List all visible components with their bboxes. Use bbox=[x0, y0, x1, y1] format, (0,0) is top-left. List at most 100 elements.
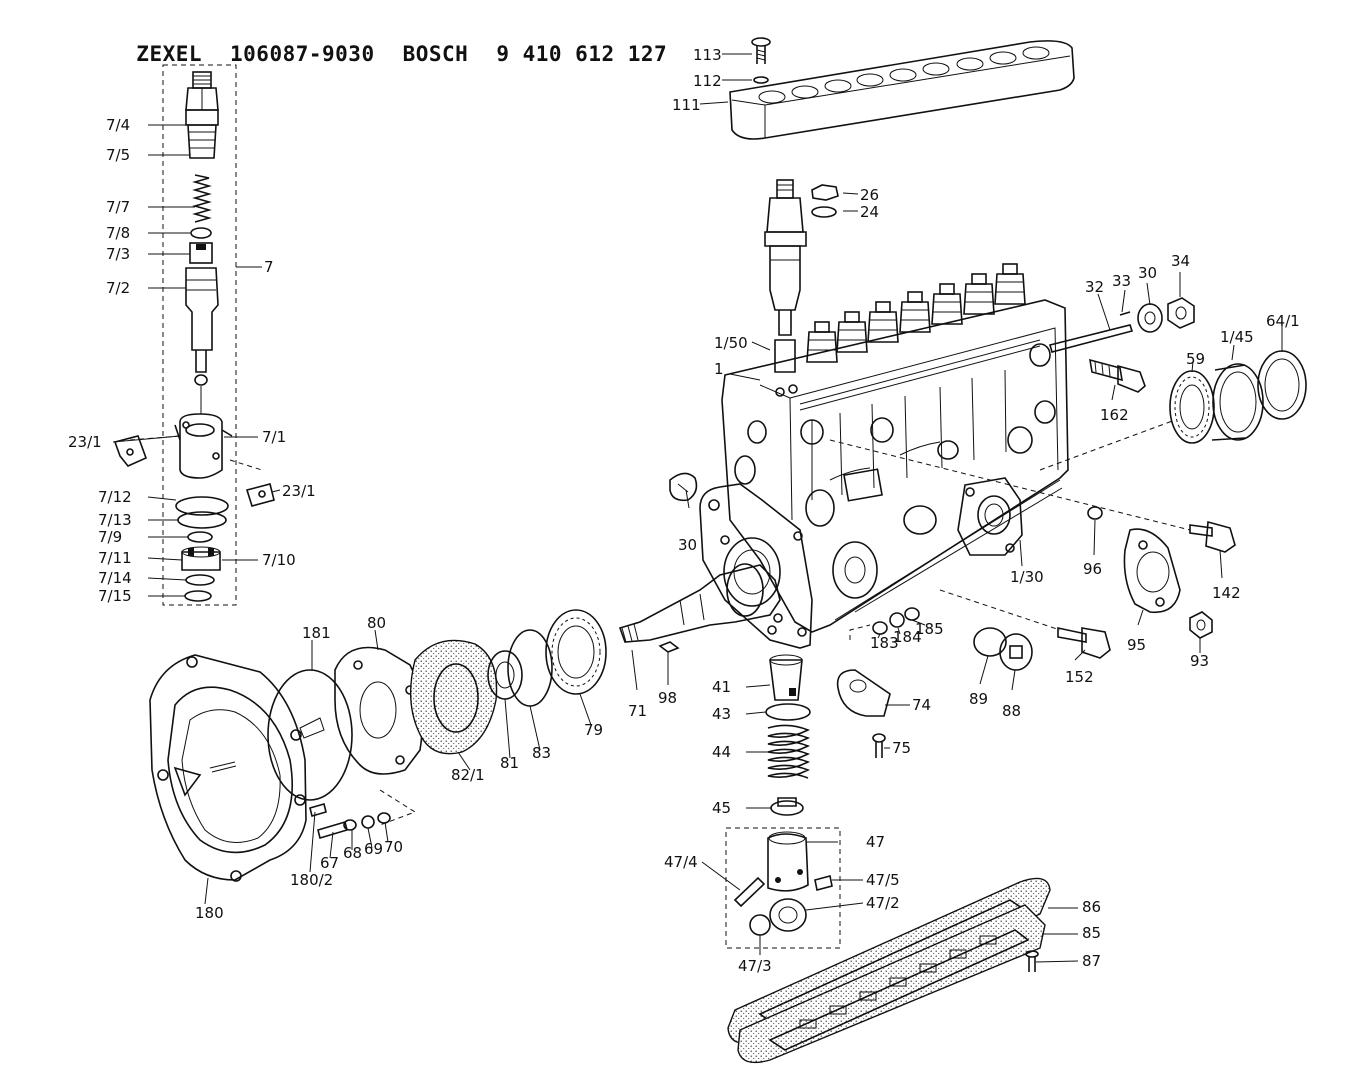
bearing-79 bbox=[545, 609, 607, 695]
part-label-7: 7 bbox=[264, 258, 274, 276]
part-label-7-14: 7/14 bbox=[98, 569, 132, 587]
spring-seat-45 bbox=[770, 797, 804, 816]
bolt-142 bbox=[1189, 520, 1236, 553]
gasket-85 bbox=[737, 904, 1046, 1064]
pump-housing-1 bbox=[721, 299, 1069, 637]
part-label-86: 86 bbox=[1082, 898, 1101, 916]
spring-44 bbox=[767, 724, 810, 779]
pin-47-5 bbox=[814, 875, 833, 891]
part-label-7-9: 7/9 bbox=[98, 528, 122, 546]
clamp-74 bbox=[836, 669, 891, 717]
part-label-7-11: 7/11 bbox=[98, 549, 132, 567]
valve-spring-7-7 bbox=[192, 174, 212, 223]
circlip-83 bbox=[507, 629, 553, 707]
o-ring-181 bbox=[267, 669, 353, 801]
part-label-180: 180 bbox=[195, 904, 224, 922]
ring-7-15 bbox=[184, 590, 212, 602]
part-label-32: 32 bbox=[1085, 278, 1104, 296]
banjo-bolt-162 bbox=[1089, 358, 1146, 393]
part-label-69: 69 bbox=[364, 840, 383, 858]
pin-47-4 bbox=[733, 876, 766, 908]
shim-7-8 bbox=[190, 227, 212, 239]
lock-plate-23-1-right bbox=[245, 483, 275, 507]
washer-112 bbox=[753, 76, 769, 84]
part-label-7-8: 7/8 bbox=[106, 224, 130, 242]
part-label-87: 87 bbox=[1082, 952, 1101, 970]
valve-seat-7-2 bbox=[185, 267, 219, 386]
part-label-181: 181 bbox=[302, 624, 331, 642]
leader-lines bbox=[112, 53, 1283, 963]
plug-88 bbox=[999, 633, 1033, 671]
part-label-47-3: 47/3 bbox=[738, 957, 772, 975]
part-label-7-5: 7/5 bbox=[106, 146, 130, 164]
cover-plate-80 bbox=[334, 646, 424, 775]
part-label-184: 184 bbox=[893, 628, 922, 646]
tappet-41 bbox=[769, 654, 803, 701]
part-label-33: 33 bbox=[1112, 272, 1131, 290]
part-label-7-2: 7/2 bbox=[106, 279, 130, 297]
part-label-26: 26 bbox=[860, 186, 879, 204]
plate-95 bbox=[1123, 528, 1181, 614]
part-label-142: 142 bbox=[1212, 584, 1241, 602]
part-label-183: 183 bbox=[870, 634, 899, 652]
part-label-1-30: 1/30 bbox=[1010, 568, 1044, 586]
delivery-valve-holders-row bbox=[806, 263, 1026, 363]
part-label-75: 75 bbox=[892, 739, 911, 757]
part-label-79: 79 bbox=[584, 721, 603, 739]
bearing-59 bbox=[1169, 370, 1215, 444]
gasket-82-1 bbox=[409, 639, 498, 755]
o-ring-7-9 bbox=[187, 531, 213, 543]
front-mounting-flange bbox=[699, 483, 813, 649]
nut-26 bbox=[811, 184, 839, 201]
part-label-185: 185 bbox=[915, 620, 944, 638]
part-label-64-1: 64/1 bbox=[1266, 312, 1300, 330]
nut-34 bbox=[1167, 297, 1195, 329]
delivery-valve-7-3 bbox=[189, 242, 213, 264]
part-label-7-4: 7/4 bbox=[106, 116, 130, 134]
part-label-7-12: 7/12 bbox=[98, 488, 132, 506]
part-label-67: 67 bbox=[320, 854, 339, 872]
part-label-47-4: 47/4 bbox=[664, 853, 698, 871]
part-label-24: 24 bbox=[860, 203, 879, 221]
ring-7-12 bbox=[175, 496, 229, 516]
screw-113 bbox=[751, 37, 771, 64]
part-label-30a: 30 bbox=[1138, 264, 1157, 282]
part-label-71: 71 bbox=[628, 702, 647, 720]
part-label-98: 98 bbox=[658, 689, 677, 707]
brand-bosch: BOSCH bbox=[402, 42, 469, 66]
camshaft-71 bbox=[618, 563, 781, 643]
rod-32 bbox=[1049, 324, 1134, 353]
part-label-7-15: 7/15 bbox=[98, 587, 132, 605]
bearing-race-1-45 bbox=[1211, 363, 1264, 441]
part-label-34: 34 bbox=[1171, 252, 1190, 270]
part-label-7-3: 7/3 bbox=[106, 245, 130, 263]
part-label-96: 96 bbox=[1083, 560, 1102, 578]
part-label-68: 68 bbox=[343, 844, 362, 862]
roller-tappet-group-47 bbox=[725, 827, 841, 949]
part-label-88: 88 bbox=[1002, 702, 1021, 720]
washer-30-left bbox=[669, 472, 698, 502]
delivery-valve-holder-exploded bbox=[764, 179, 807, 373]
screw-180-2 bbox=[309, 803, 327, 817]
part-label-93: 93 bbox=[1190, 652, 1209, 670]
part-label-74: 74 bbox=[912, 696, 931, 714]
part-label-152: 152 bbox=[1065, 668, 1094, 686]
part-label-7-10: 7/10 bbox=[262, 551, 296, 569]
part-label-81: 81 bbox=[500, 754, 519, 772]
lock-plate-23-1-left bbox=[113, 435, 148, 467]
part-label-89: 89 bbox=[969, 690, 988, 708]
screws-67-70 bbox=[317, 812, 391, 840]
key-98 bbox=[658, 641, 680, 653]
ring-89 bbox=[973, 627, 1007, 657]
washer-24 bbox=[811, 206, 837, 218]
part-label-23-1b: 23/1 bbox=[282, 482, 316, 500]
bosch-part-number: 9 410 612 127 bbox=[496, 42, 668, 66]
part-label-47-5: 47/5 bbox=[866, 871, 900, 889]
brand-zexel: ZEXEL bbox=[136, 42, 203, 66]
part-label-23-1a: 23/1 bbox=[68, 433, 102, 451]
part-label-7-1: 7/1 bbox=[262, 428, 286, 446]
washer-96 bbox=[1087, 506, 1103, 520]
part-label-7-13: 7/13 bbox=[98, 511, 132, 529]
